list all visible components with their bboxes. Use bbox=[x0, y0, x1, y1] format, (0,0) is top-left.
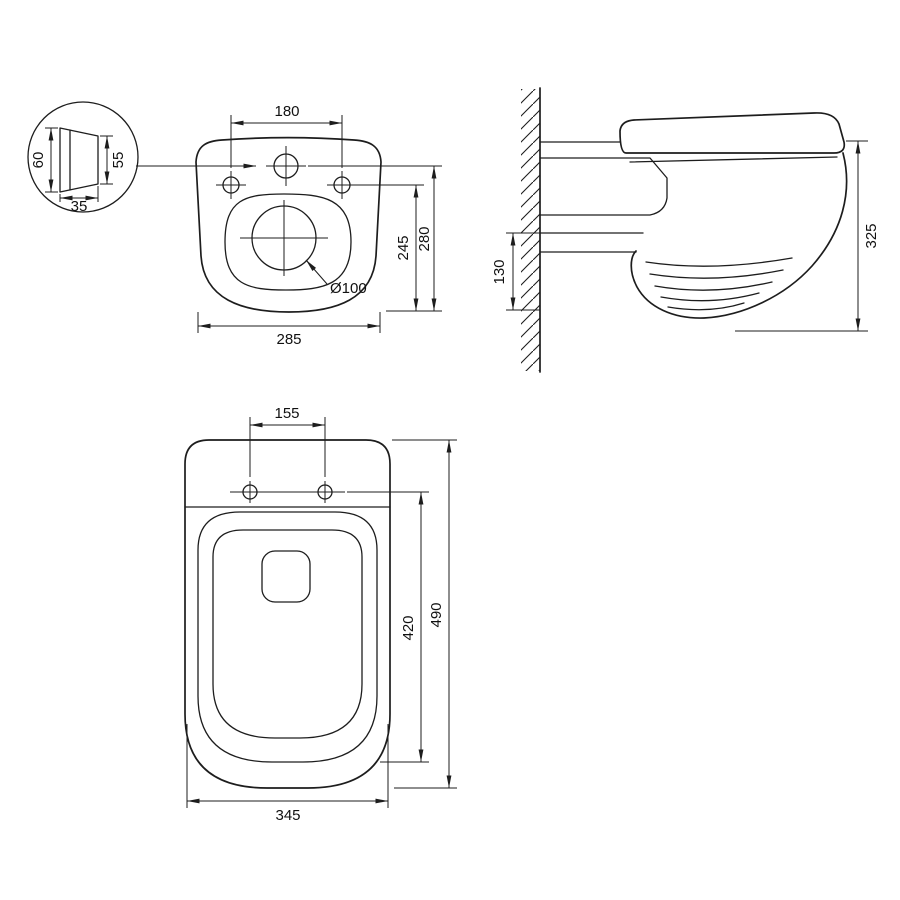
dim-label-detail-left: 60 bbox=[30, 152, 47, 169]
dim-label-top-length: 490 bbox=[428, 602, 445, 627]
dim-label-rear-width: 285 bbox=[276, 331, 301, 348]
dim-detail-depth: 35 bbox=[59, 186, 99, 215]
seat-outline bbox=[197, 511, 378, 763]
detail-section-outline bbox=[59, 127, 99, 193]
dim-top-length: 490 bbox=[392, 439, 457, 789]
dim-label-rear-bolt-spacing: 180 bbox=[274, 103, 299, 120]
dim-detail-height-right: 55 bbox=[100, 135, 127, 185]
detail-callout: 60 55 35 bbox=[27, 101, 256, 215]
dim-label-detail-depth: 35 bbox=[71, 198, 88, 215]
flush-opening bbox=[261, 550, 311, 603]
dim-label-top-bolt-spacing: 155 bbox=[274, 405, 299, 422]
plan-body-outline bbox=[184, 439, 391, 789]
dim-label-detail-right: 55 bbox=[110, 152, 127, 169]
dim-side-depth: 325 bbox=[735, 140, 880, 332]
dim-label-rear-top-to-base: 280 bbox=[416, 226, 433, 251]
trap-contour-lines bbox=[645, 257, 793, 311]
seat-rim-line bbox=[629, 156, 838, 163]
mounting-frame-profile bbox=[539, 157, 668, 216]
dim-top-inner-length: 420 bbox=[347, 491, 429, 763]
dim-label-rear-holes-to-base: 245 bbox=[395, 235, 412, 260]
top-view: 155 420 490 345 bbox=[184, 405, 457, 824]
detail-circle bbox=[27, 101, 139, 213]
seat-lid-profile bbox=[619, 112, 846, 154]
rear-outlet: Ø100 bbox=[240, 200, 367, 297]
rear-top-hole bbox=[266, 146, 306, 186]
dim-label-side-outlet-height: 130 bbox=[491, 259, 508, 284]
rear-view: Ø100 180 245 280 285 bbox=[195, 103, 442, 348]
side-view: 130 325 bbox=[491, 87, 880, 373]
dim-rear-width: 285 bbox=[197, 312, 381, 348]
dim-top-width: 345 bbox=[186, 724, 389, 824]
rear-bowl-outline bbox=[224, 193, 352, 291]
dim-label-outlet-diameter: Ø100 bbox=[330, 280, 367, 297]
plan-fixing-holes bbox=[230, 481, 345, 503]
dim-rear-bolt-spacing: 180 bbox=[230, 103, 343, 168]
dim-label-top-inner-length: 420 bbox=[400, 615, 417, 640]
dim-top-bolt-spacing: 155 bbox=[249, 405, 326, 477]
rear-body-outline bbox=[195, 136, 382, 313]
bowl-profile bbox=[630, 152, 848, 319]
rear-fixing-holes bbox=[216, 171, 357, 199]
dim-side-outlet-height: 130 bbox=[491, 232, 540, 311]
wall-hatching bbox=[521, 89, 540, 371]
dim-rear-holes-to-base: 245 bbox=[357, 184, 442, 312]
dim-label-top-width: 345 bbox=[275, 807, 300, 824]
bowl-rim-outline bbox=[212, 529, 363, 739]
dim-label-side-depth: 325 bbox=[863, 223, 880, 248]
dim-rear-top-to-base: 280 bbox=[308, 165, 442, 311]
outlet-leader-line bbox=[305, 259, 328, 285]
dim-detail-height-left: 60 bbox=[30, 127, 58, 193]
